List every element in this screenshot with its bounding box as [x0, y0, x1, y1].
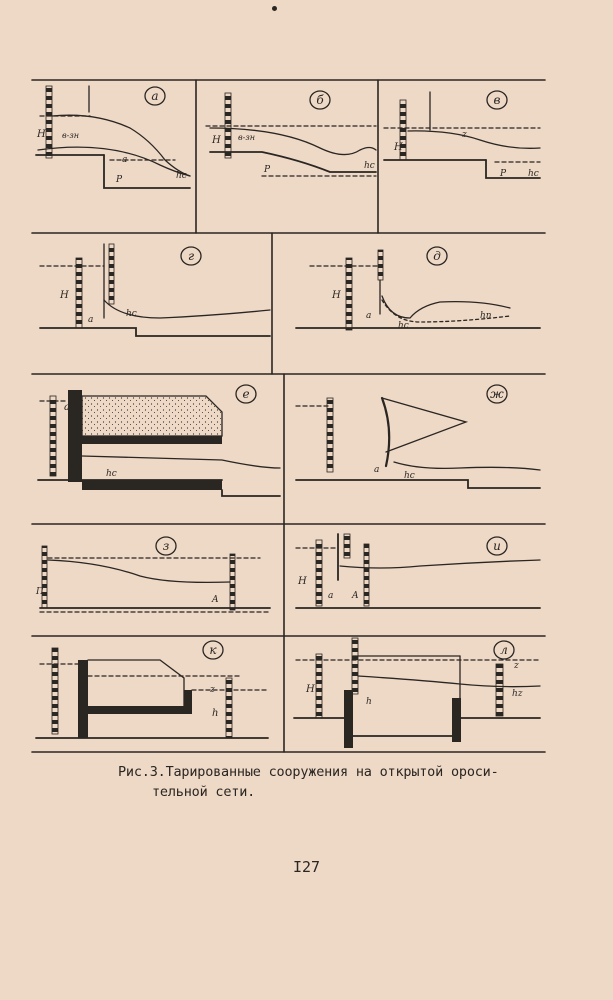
- svg-text:в-зн: в-зн: [62, 131, 79, 140]
- panel-label-circle: [180, 246, 202, 266]
- svg-text:H: H: [305, 684, 315, 695]
- svg-text:a: a: [374, 465, 379, 475]
- panel-a-schematic: H в-зн P a hc: [35, 85, 191, 189]
- figure-frame: [31, 79, 546, 753]
- svg-text:H: H: [211, 135, 221, 146]
- panel-label-circle: [309, 90, 331, 110]
- panel-g-schematic: H a hc: [39, 243, 271, 337]
- svg-text:H: H: [59, 290, 69, 301]
- panel-label-11: л: [500, 643, 508, 657]
- panel-label-8: з: [163, 539, 170, 553]
- svg-text:H: H: [393, 142, 403, 153]
- caption-line-1: Рис.3.Тарированные сооружения на открыто…: [118, 764, 499, 780]
- svg-text:z: z: [513, 661, 519, 671]
- print-speck: [272, 6, 277, 11]
- svg-text:a: a: [64, 402, 70, 413]
- svg-text:в-зн: в-зн: [238, 133, 255, 142]
- panel-k-schematic: z h: [35, 647, 269, 739]
- page-number: I27: [292, 858, 321, 876]
- svg-text:hc: hc: [106, 469, 117, 479]
- svg-text:a: a: [328, 591, 333, 601]
- caption-line-2: тельной сети.: [152, 784, 256, 800]
- panel-b-schematic: H в-зн P hc: [205, 92, 377, 177]
- panel-label-circle: [235, 384, 257, 404]
- panel-label-10: к: [209, 643, 217, 657]
- svg-text:z: z: [209, 685, 215, 695]
- panel-v-schematic: H z P hc: [383, 91, 541, 179]
- svg-text:A: A: [351, 591, 359, 601]
- panel-d-schematic: H a hc hn: [295, 249, 541, 331]
- svg-text:H: H: [36, 129, 46, 140]
- panel-zh-schematic: a hc: [295, 396, 541, 489]
- svg-text:hn: hn: [480, 311, 492, 321]
- panel-label-9: и: [493, 539, 501, 553]
- panel-label-circle: [144, 86, 166, 106]
- svg-text:hc: hc: [176, 171, 187, 181]
- panel-l-schematic: H h z hz: [293, 637, 541, 748]
- panel-label-circle: [155, 536, 177, 556]
- svg-text:h: h: [366, 697, 372, 707]
- panel-e-schematic: a a hc: [37, 390, 281, 497]
- panel-label-circle: [486, 90, 508, 110]
- svg-text:H: H: [331, 290, 341, 301]
- panel-label-3: в: [494, 93, 501, 107]
- svg-text:z: z: [461, 130, 467, 140]
- panel-label-1: а: [151, 89, 158, 103]
- panel-label-circle: [202, 640, 224, 660]
- panel-label-circle: [493, 640, 515, 660]
- svg-text:H: H: [297, 576, 307, 587]
- svg-text:hc: hc: [398, 321, 409, 331]
- svg-text:P: P: [263, 165, 271, 175]
- svg-text:hc: hc: [364, 161, 375, 171]
- panel-label-2: б: [316, 93, 324, 107]
- svg-text:P: P: [499, 169, 507, 179]
- panel-i-schematic: H a A: [295, 533, 541, 609]
- svg-text:hc: hc: [528, 169, 539, 179]
- svg-text:hc: hc: [404, 471, 415, 481]
- panel-label-circle: [426, 246, 448, 266]
- panel-label-5: д: [433, 249, 441, 263]
- svg-text:h: h: [212, 708, 218, 719]
- panel-label-4: г: [188, 249, 194, 263]
- panel-label-7: ж: [490, 387, 504, 401]
- svg-text:hc: hc: [126, 309, 137, 319]
- svg-text:P: P: [115, 175, 123, 185]
- panel-label-6: е: [242, 387, 249, 401]
- figure-caption: Рис.3.Тарированные сооружения на открыто…: [118, 762, 538, 802]
- svg-text:A: A: [211, 595, 219, 605]
- svg-text:П: П: [35, 587, 44, 597]
- panel-label-circle: [486, 384, 508, 404]
- svg-text:a: a: [366, 311, 371, 321]
- svg-text:a: a: [122, 155, 127, 165]
- svg-text:a: a: [88, 315, 93, 325]
- panel-label-circle: [486, 536, 508, 556]
- svg-text:a: a: [70, 460, 76, 471]
- svg-text:hz: hz: [512, 689, 523, 699]
- panel-labels: а б в г д е ж з и к л: [144, 86, 515, 660]
- panel-z-schematic: П A: [35, 545, 271, 613]
